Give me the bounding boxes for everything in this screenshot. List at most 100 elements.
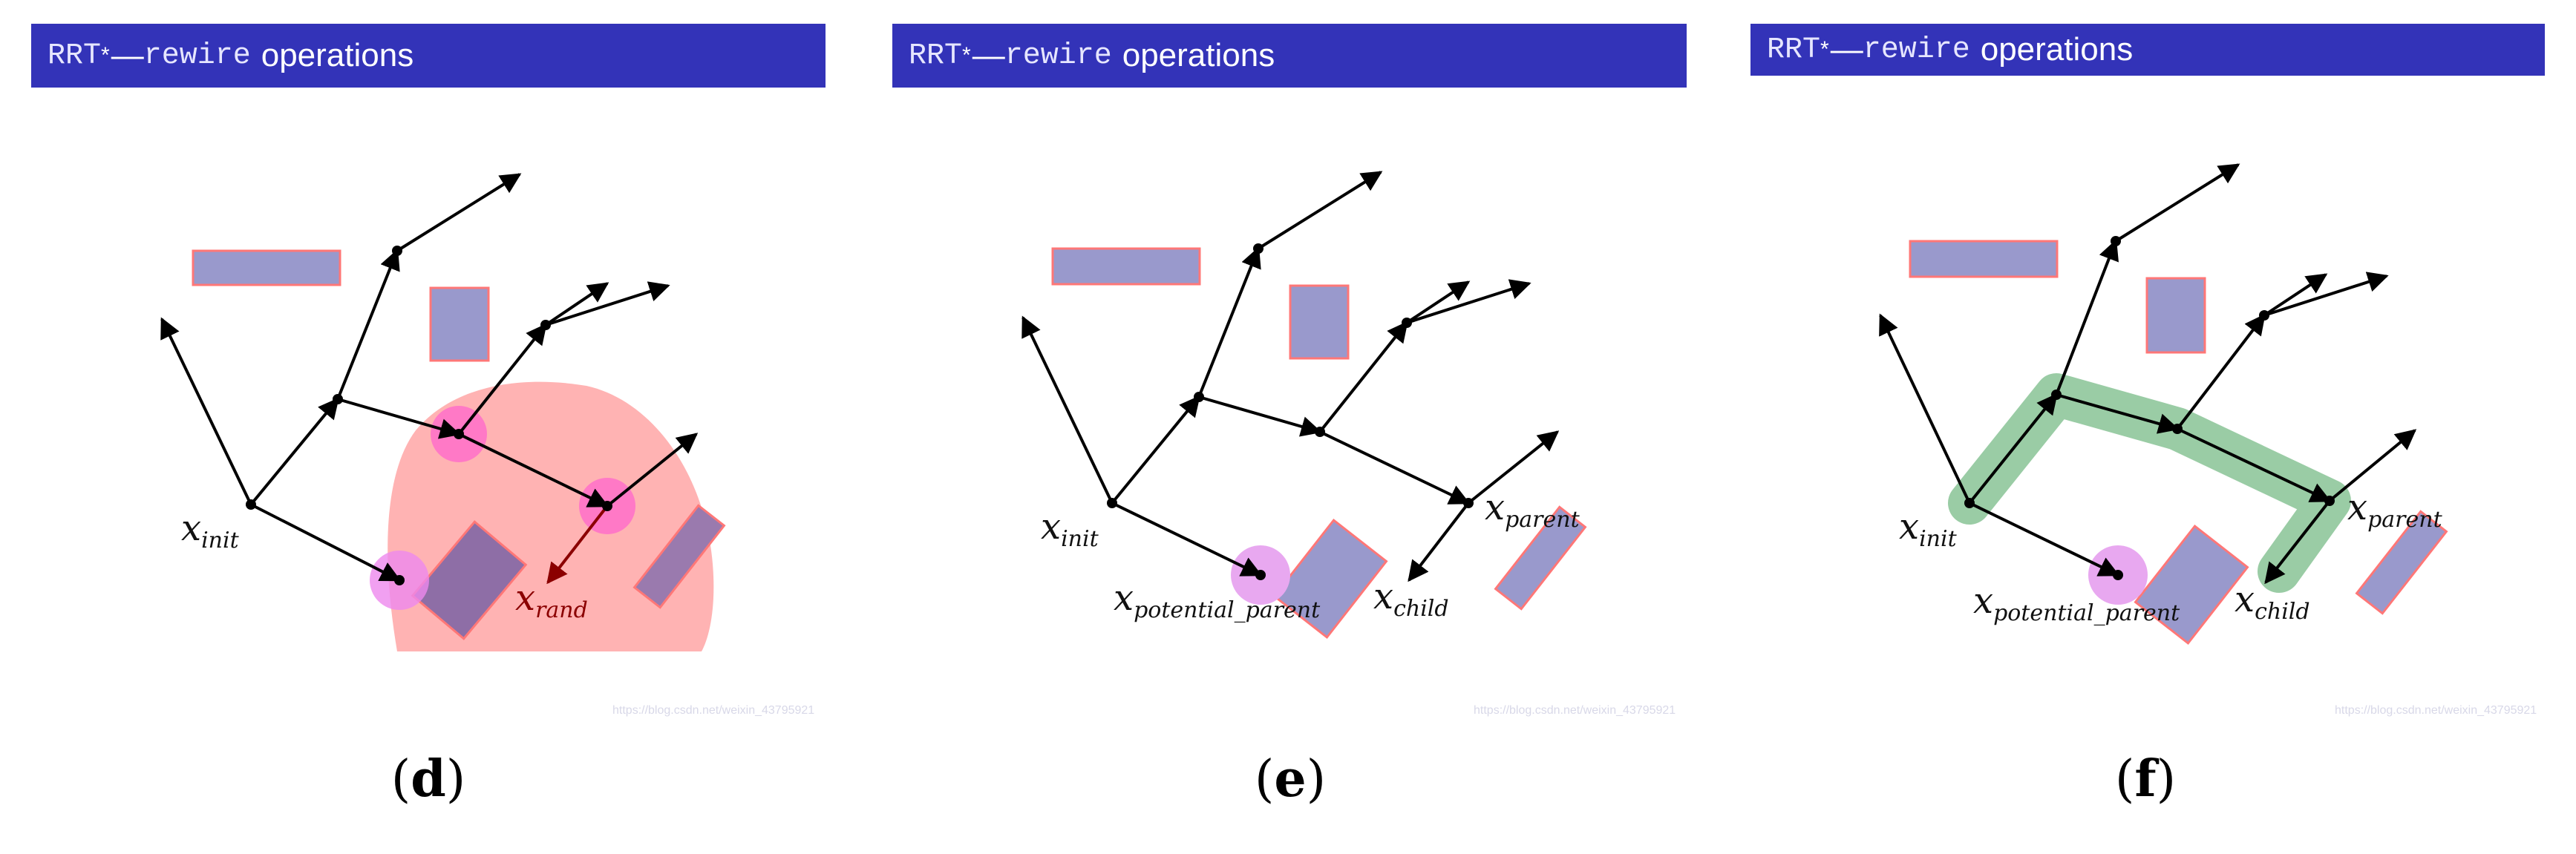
tree-edge [2263,273,2328,317]
tree-edge [1257,171,1383,250]
label-x-potential-parent: xpotential_parent [1973,580,2180,626]
panel-e-diagram: xinit xparent xchild xpotential_parent h… [1021,171,1676,717]
panel-f: RRT * — rewire operations [1722,0,2576,854]
banner-word: operations [1122,37,1275,73]
tree-edge [457,323,547,436]
tree-edge [544,282,609,326]
tree-node [454,429,464,439]
label-x-child: xchild [2235,579,2310,625]
obstacle [429,286,490,362]
panel-f-diagram: xinit xparent xchild xpotential_parent h… [1879,163,2537,717]
banner-word: operations [1980,31,2134,68]
tree-node [1107,498,1117,508]
tree-edge [1111,395,1200,505]
banner-star: * [962,43,971,68]
tree-node [1463,498,1474,508]
tree-edge [250,503,402,582]
banner-dash: — [1830,31,1863,68]
obstacle [632,504,726,609]
banner-op: rewire [1863,33,1970,67]
tree-node [2259,310,2269,321]
watermark: https://blog.csdn.net/weixin_43795921 [612,704,814,717]
label-x-parent: xparent [1485,487,1580,533]
label-x-potential-parent: xpotential_parent [1114,577,1321,623]
banner-op: rewire [143,39,251,73]
tree-node [1253,243,1264,254]
tree-edge [2114,163,2240,243]
panel-d: RRT * — rewire operations [0,0,861,854]
obstacle [2355,510,2448,615]
tree-edge [1406,279,1531,324]
child-edge [1408,502,1470,582]
obstacle [1909,240,2059,278]
label-x-init: xinit [1041,506,1099,552]
tree-node [392,246,402,256]
tree-edge [249,397,339,506]
tree-edge [1879,313,1971,504]
tree-node [2111,236,2121,246]
tree-node [540,320,551,330]
tree-node [1402,318,1412,328]
panel-d-diagram: xinit xrand https://blog.csdn.net/weixin… [160,173,814,717]
obstacle [1051,247,1201,286]
banner-star: * [1820,37,1829,62]
caption-d: (d) [390,749,466,809]
tree-node [246,499,256,510]
tree-edge [160,317,252,505]
label-x-init: xinit [1899,506,1958,552]
tree-edge [2263,272,2389,317]
banner-algo: RRT [909,39,963,73]
tree-edge [1318,321,1408,433]
tree-edge [1021,315,1114,504]
tree-edge [1968,392,2058,505]
tree-edge [1111,502,1263,577]
label-x-parent: xparent [2347,487,2443,533]
tree-node [602,501,612,511]
tree-edge [2056,393,2180,434]
tree-node [1964,498,1975,508]
banner-word: operations [261,37,414,73]
child-edge [2264,499,2331,585]
tree-edge [1467,430,1560,505]
tree-edge [2328,429,2417,502]
obstacle [2145,277,2206,354]
caption-e: (e) [1254,749,1327,809]
watermark: https://blog.csdn.net/weixin_43795921 [2335,704,2537,717]
tree-node [394,575,405,585]
label-x-child: xchild [1373,576,1449,622]
tree-edge [2176,313,2266,430]
banner-algo: RRT [1767,33,1821,67]
tree-edge [1197,246,1261,398]
tree-edge [337,398,461,439]
label-x-init: xinit [181,508,240,554]
tree-node [2051,390,2062,400]
tree-edge [2177,427,2332,502]
tree-edge [458,433,609,508]
banner-algo: RRT [48,39,102,73]
tree-edge [545,281,670,326]
tree-edge [336,249,400,400]
tree-edge [1198,395,1322,437]
obstacle [411,520,528,640]
tree-node [1315,427,1325,437]
watermark: https://blog.csdn.net/weixin_43795921 [1474,704,1676,717]
tree-node [1194,392,1204,402]
panel-f-banner: RRT * — rewire operations [1750,24,2545,76]
banner-dash: — [972,37,1005,73]
tree-edge [1319,430,1471,505]
obstacle [1494,505,1587,611]
panel-d-banner: RRT * — rewire operations [31,24,826,88]
panel-e: RRT * — rewire operations [861,0,1722,854]
tree-edge [1969,502,2120,577]
obstacle [1289,284,1350,360]
banner-dash: — [111,37,144,73]
rand-edge [546,505,609,585]
banner-op: rewire [1004,39,1112,73]
tree-edge [2055,239,2119,395]
caption-f: (f) [2114,749,2177,809]
banner-star: * [101,43,110,68]
obstacle [192,249,341,286]
panel-e-banner: RRT * — rewire operations [892,24,1687,88]
tree-node [2172,424,2183,434]
tree-edge [606,433,699,508]
